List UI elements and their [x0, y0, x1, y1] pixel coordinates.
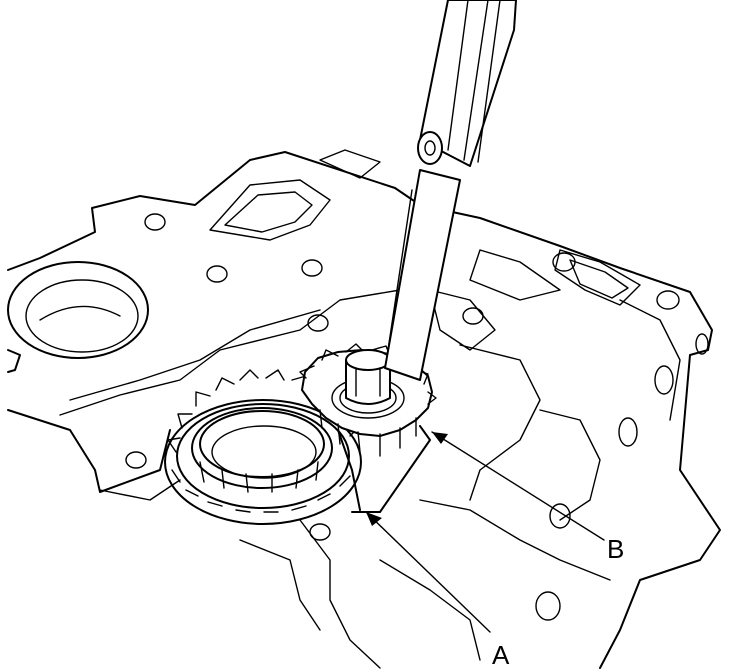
arrowhead-b — [432, 432, 448, 444]
housing-bore — [7, 261, 149, 359]
leader-line-b — [431, 431, 605, 541]
bolt-holes — [125, 213, 709, 621]
callout-b: B — [607, 534, 624, 564]
ring-gear — [164, 369, 362, 525]
drift-tool — [384, 0, 517, 381]
housing-plate — [7, 149, 721, 669]
arrowhead-a — [366, 512, 382, 526]
callout-leaders — [365, 431, 605, 633]
leader-line-a — [365, 511, 491, 633]
callout-a: A — [492, 640, 510, 670]
